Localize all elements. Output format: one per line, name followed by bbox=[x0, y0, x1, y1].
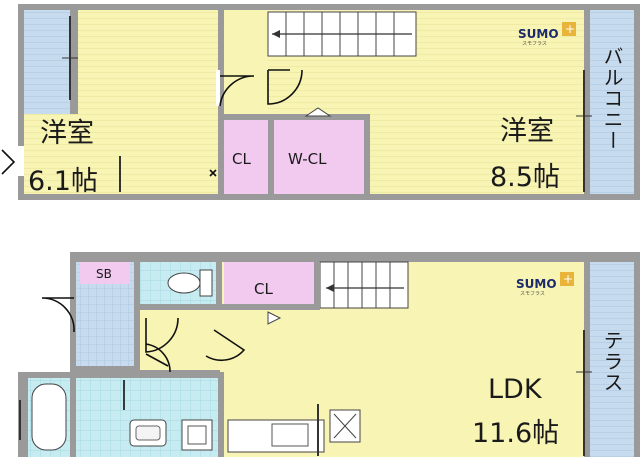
lower-floor bbox=[18, 252, 640, 457]
room-west-floor bbox=[78, 10, 218, 114]
svg-text:SUMO: SUMO bbox=[516, 277, 557, 291]
upper-floor bbox=[0, 4, 640, 200]
doors-upper bbox=[0, 69, 332, 177]
room-west-size: 6.1帖 bbox=[28, 166, 98, 197]
svg-text:+: + bbox=[563, 272, 573, 286]
hallway-upper bbox=[224, 10, 268, 114]
closet-upper bbox=[224, 120, 268, 194]
svg-text:+: + bbox=[565, 22, 575, 36]
wall bbox=[70, 372, 76, 457]
wall bbox=[314, 262, 320, 308]
closet-lower bbox=[224, 262, 314, 308]
doors-lower bbox=[19, 297, 282, 440]
room-east-size: 8.5帖 bbox=[490, 162, 560, 193]
windows-lower bbox=[317, 330, 592, 456]
wall bbox=[216, 262, 222, 308]
wall bbox=[70, 372, 220, 378]
wall bbox=[70, 10, 78, 114]
terrace bbox=[590, 262, 634, 457]
sumo-badge-icon bbox=[560, 272, 574, 286]
wall bbox=[268, 114, 274, 194]
closet-lower-label: CL bbox=[254, 280, 273, 298]
staircase-lower bbox=[319, 261, 409, 309]
staircase-upper bbox=[267, 11, 417, 57]
shoe-box-label: SB bbox=[96, 267, 112, 281]
room-east-floor-ext2 bbox=[370, 114, 416, 194]
svg-text:スモフラス: スモフラス bbox=[522, 41, 547, 47]
balcony-label: バルコニー bbox=[600, 46, 624, 151]
shoe-box bbox=[80, 262, 130, 284]
windows-upper bbox=[62, 16, 592, 192]
toilet-fixture bbox=[167, 269, 213, 297]
ldk-name: LDK bbox=[488, 374, 543, 405]
terrace-label: テラス bbox=[600, 330, 624, 393]
wall bbox=[218, 372, 224, 457]
room-east-name: 洋室 bbox=[500, 116, 554, 147]
bathtub bbox=[31, 383, 67, 451]
wall bbox=[134, 262, 140, 372]
east-balcony bbox=[590, 10, 634, 194]
room-east-floor bbox=[416, 10, 584, 194]
room-east-floor-ext bbox=[268, 58, 416, 114]
ldk-size: 11.6帖 bbox=[472, 418, 559, 449]
wall bbox=[584, 262, 590, 457]
sink-fixture bbox=[129, 419, 167, 447]
west-balcony bbox=[24, 10, 70, 114]
svg-text:SUMO: SUMO bbox=[518, 27, 559, 41]
sumo-logo-upper: SUMO スモフラス + bbox=[518, 22, 576, 47]
hall-lower bbox=[140, 304, 220, 370]
wall bbox=[364, 114, 370, 194]
wall bbox=[584, 10, 590, 194]
walk-in-closet-label: W-CL bbox=[288, 150, 327, 168]
wall bbox=[224, 114, 370, 120]
washer-fixture bbox=[181, 419, 213, 451]
closet-upper-label: CL bbox=[232, 150, 251, 168]
sumo-badge-icon bbox=[562, 22, 576, 36]
sumo-logo-lower: SUMO スモフラス + bbox=[516, 272, 574, 297]
room-west-name: 洋室 bbox=[40, 118, 94, 149]
svg-text:スモフラス: スモフラス bbox=[520, 291, 545, 297]
walk-in-closet bbox=[274, 120, 364, 194]
kitchen-counter bbox=[227, 409, 361, 453]
wall bbox=[140, 304, 320, 310]
